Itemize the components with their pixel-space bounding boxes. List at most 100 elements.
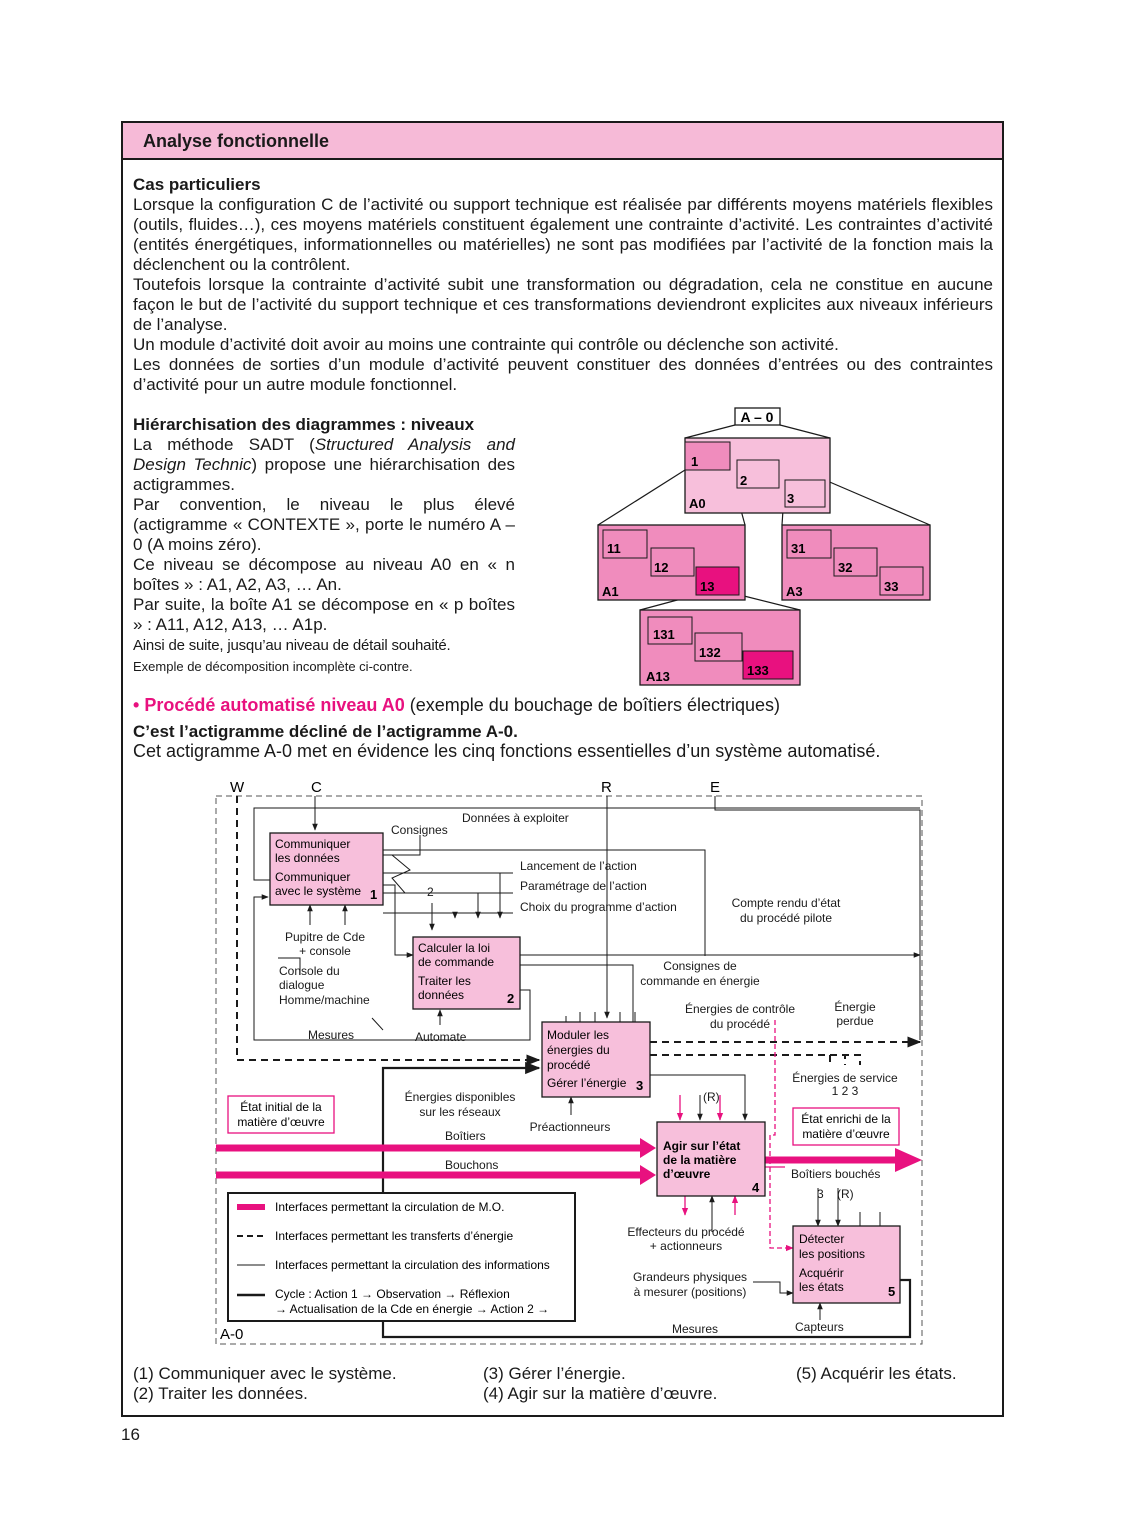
tree-top-label: A – 0 bbox=[741, 409, 774, 425]
box5-line3: Acquérir bbox=[799, 1266, 844, 1280]
footer-item-4: (4) Agir sur la matière d’œuvre. bbox=[483, 1384, 718, 1403]
label-effecteurs-1: Effecteurs du procédé bbox=[627, 1225, 745, 1239]
box2-line2: de commande bbox=[418, 955, 494, 969]
tree-a1-sub-2 bbox=[650, 547, 695, 577]
box3-line1: Moduler les bbox=[547, 1028, 609, 1042]
footer-item-1: (1) Communiquer avec le système. bbox=[133, 1364, 397, 1383]
box2-line3: Traiter les bbox=[418, 974, 471, 988]
box4-line1: Agir sur l’état bbox=[663, 1139, 740, 1153]
label-pupitre-2: + console bbox=[299, 944, 351, 958]
box3-line4: Gérer l’énergie bbox=[547, 1076, 627, 1090]
label-preactionneurs: Préactionneurs bbox=[530, 1120, 611, 1134]
hier-paragraph-3: Ce niveau se décompose au niveau A0 en «… bbox=[133, 555, 515, 594]
legend-text-4b: → Actualisation de la Cde en énergie → A… bbox=[275, 1302, 549, 1316]
hierarchy-diagram: A – 0 1 2 3 A0 11 12 13 A1 31 32 33 A3 1… bbox=[597, 407, 931, 686]
tree-a3-label-3: 33 bbox=[884, 579, 898, 594]
label-r-box4: (R) bbox=[703, 1090, 720, 1104]
page-number: 16 bbox=[121, 1425, 140, 1444]
label-choix: Choix du programme d’action bbox=[520, 900, 677, 914]
label-energies-dispo-1: Énergies disponibles bbox=[405, 1089, 516, 1104]
box1-line3: Communiquer bbox=[275, 870, 350, 884]
footer-item-5: (5) Acquérir les états. bbox=[796, 1364, 957, 1383]
tree-a13-label-3: 133 bbox=[747, 663, 769, 678]
label-bouchons: Bouchons bbox=[445, 1158, 498, 1172]
tree-a3-sub-1 bbox=[786, 529, 832, 559]
label-c: C bbox=[311, 779, 322, 796]
footer-item-3: (3) Gérer l’énergie. bbox=[483, 1364, 626, 1383]
box2-line1: Calculer la loi bbox=[418, 941, 490, 955]
label-mesures: Mesures bbox=[308, 1028, 354, 1042]
label-w: W bbox=[230, 779, 245, 796]
etat-initial-line2: matière d’œuvre bbox=[237, 1115, 325, 1129]
box4-number: 4 bbox=[752, 1180, 760, 1195]
box1-number: 1 bbox=[370, 887, 377, 902]
box1-line1: Communiquer bbox=[275, 837, 350, 851]
etat-enrichi-box bbox=[792, 1107, 900, 1146]
label-r-box5: (R) bbox=[837, 1187, 854, 1201]
tree-top-box bbox=[734, 407, 781, 426]
label-parametrage: Paramétrage de l’action bbox=[520, 879, 647, 893]
box3-number: 3 bbox=[636, 1078, 643, 1093]
hier-paragraph-4: Par suite, la boîte A1 se décompose en «… bbox=[133, 595, 515, 634]
legend-text-4a: Cycle : Action 1 → Observation → Réflexi… bbox=[275, 1287, 510, 1301]
label-boitiers-bouches: Boîtiers bouchés bbox=[791, 1167, 880, 1181]
legend-box bbox=[227, 1192, 576, 1322]
label-grandeurs-1: Grandeurs physiques bbox=[633, 1270, 747, 1284]
footer-item-2: (2) Traiter les données. bbox=[133, 1384, 308, 1403]
proc-heading: • Procédé automatisé niveau A0 (exemple … bbox=[133, 695, 780, 715]
tree-a0-label-3: 3 bbox=[787, 491, 794, 506]
label-compte-rendu-2: du procédé pilote bbox=[740, 911, 832, 925]
box4-line3: d’œuvre bbox=[663, 1167, 711, 1181]
etat-enrichi-line2: matière d’œuvre bbox=[802, 1127, 890, 1141]
etat-initial-box bbox=[227, 1095, 335, 1134]
label-mesures-bottom: Mesures bbox=[672, 1322, 718, 1336]
tree-a1-sub-1 bbox=[602, 529, 648, 559]
frame-label-a0: A-0 bbox=[220, 1326, 243, 1343]
box3-line2: énergies du bbox=[547, 1043, 610, 1057]
hier-paragraph-1: La méthode SADT (Structured Analysis and… bbox=[133, 435, 515, 494]
label-energie-perdue-2: perdue bbox=[836, 1014, 874, 1028]
label-three: 3 bbox=[817, 1187, 824, 1201]
cas-paragraph-3: Un module d’activité doit avoir au moins… bbox=[133, 335, 839, 354]
label-console-1: Console du bbox=[279, 964, 340, 978]
tree-a13-label-1: 131 bbox=[653, 627, 675, 642]
etat-enrichi-line1: État enrichi de la bbox=[801, 1111, 891, 1126]
actigram-diagram: W C R E A-0 bbox=[215, 779, 923, 1345]
box1-line2: les données bbox=[275, 851, 340, 865]
label-energies-ctrl-1: Énergies de contrôle bbox=[685, 1001, 795, 1016]
label-consignes-cmd-2: commande en énergie bbox=[640, 974, 760, 988]
label-energie-perdue-1: Énergie bbox=[834, 999, 876, 1014]
box4-line2: de la matière bbox=[663, 1153, 737, 1167]
label-consignes-cmd-1: Consignes de bbox=[663, 959, 737, 973]
tree-a13-sub-2 bbox=[694, 632, 743, 662]
tree-a0-sub-3 bbox=[784, 479, 826, 508]
tree-a1-label-3: 13 bbox=[700, 579, 714, 594]
box5-number: 5 bbox=[888, 1284, 895, 1299]
tree-a1-label-1: 11 bbox=[607, 541, 621, 556]
box5-line4: les états bbox=[799, 1280, 844, 1294]
hier-paragraph-5: Ainsi de suite, jusqu’au niveau de détai… bbox=[133, 637, 451, 654]
tree-a3-sub-3 bbox=[879, 566, 924, 596]
tree-a3-label-2: 32 bbox=[838, 560, 852, 575]
etat-initial-line1: État initial de la bbox=[240, 1099, 322, 1114]
section-title: Analyse fonctionnelle bbox=[143, 131, 330, 151]
tree-a1-sub-3 bbox=[695, 566, 740, 596]
cas-paragraph-1: Lorsque la configuration C de l’activité… bbox=[133, 195, 993, 274]
box2-line4: données bbox=[418, 988, 464, 1002]
box1-line4: avec le système bbox=[275, 884, 361, 898]
function-box-3 bbox=[541, 1021, 651, 1098]
tree-a13-sub-3 bbox=[742, 650, 794, 680]
box5-line2: les positions bbox=[799, 1247, 865, 1261]
label-two: 2 bbox=[427, 885, 434, 899]
hier-caption: Exemple de décomposition incomplète ci-c… bbox=[133, 659, 413, 674]
tree-a0-sub-2 bbox=[736, 459, 780, 489]
page-frame: Analyse fonctionnelle bbox=[121, 121, 1004, 1417]
label-effecteurs-2: + actionneurs bbox=[650, 1239, 722, 1253]
legend-text-3: Interfaces permettant la circulation des… bbox=[275, 1258, 550, 1272]
function-box-5 bbox=[792, 1225, 901, 1304]
function-box-1 bbox=[269, 832, 384, 906]
tree-a3-name: A3 bbox=[786, 584, 803, 599]
tree-a1-label-2: 12 bbox=[654, 560, 668, 575]
tree-a13-name: A13 bbox=[646, 669, 670, 684]
label-pupitre-1: Pupitre de Cde bbox=[285, 930, 365, 944]
